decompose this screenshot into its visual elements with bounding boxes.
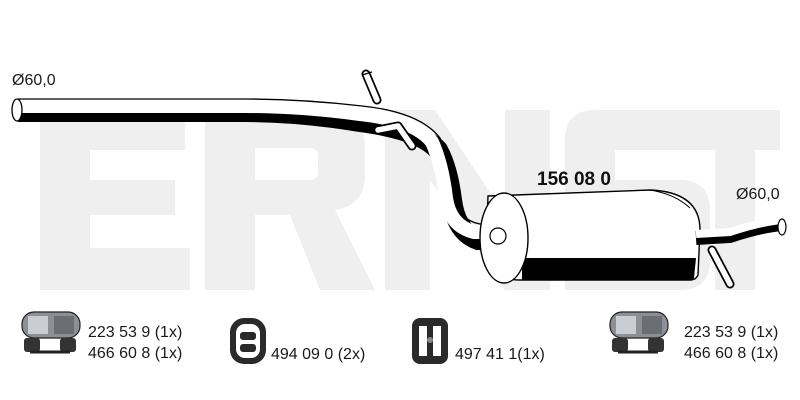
accessory-label-mount: 497 41 1(1x) xyxy=(455,346,545,364)
accessory-line: 466 60 8 (1x) xyxy=(684,345,779,362)
rubber-hanger-icon xyxy=(230,318,266,364)
main-part-number: 156 08 0 xyxy=(537,169,611,190)
accessory-line: 223 53 9 (1x) xyxy=(684,324,779,341)
accessory-label-hanger: 494 09 0 (2x) xyxy=(271,346,365,364)
rubber-mount-icon xyxy=(412,318,448,364)
pipe-clamp-icon xyxy=(21,311,81,354)
accessory-label-clamp-left: 223 53 9 (1x) 466 60 8 (1x) xyxy=(88,324,182,363)
hanger-stub-lower xyxy=(373,121,417,151)
accessory-line: 494 09 0 (2x) xyxy=(271,346,366,363)
front-pipe xyxy=(18,99,500,239)
accessory-label-clamp-right: 223 53 9 (1x) 466 60 8 (1x) xyxy=(684,324,778,363)
diameter-label-left: Ø60,0 xyxy=(12,72,56,89)
accessory-line: 497 41 1(1x) xyxy=(455,346,545,363)
rear-muffler xyxy=(479,189,701,284)
hanger-stub-rear xyxy=(707,245,735,289)
diameter-label-right: Ø60,0 xyxy=(736,186,780,203)
pipe-clamp-icon xyxy=(609,311,669,354)
tail-pipe xyxy=(695,216,787,245)
accessory-line: 223 53 9 (1x) xyxy=(88,324,183,341)
pipe-outlet-end xyxy=(777,218,787,236)
pipe-inlet-end xyxy=(11,98,23,122)
accessory-line: 466 60 8 (1x) xyxy=(88,345,183,362)
hanger-stub-upper xyxy=(361,69,382,105)
